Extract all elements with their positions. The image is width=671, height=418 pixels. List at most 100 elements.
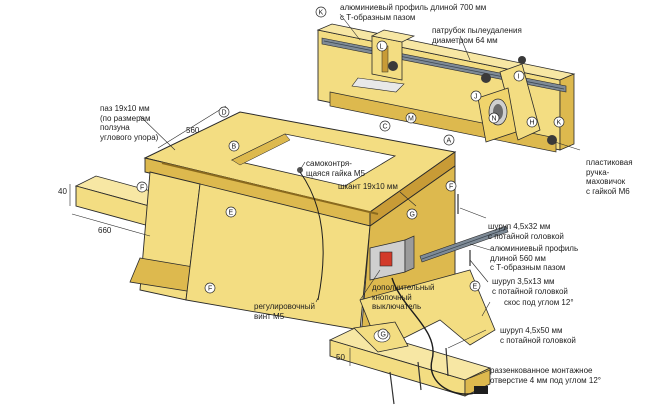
svg-text:D: D xyxy=(222,110,227,117)
tag-k-right: K xyxy=(553,116,565,128)
miter-groove xyxy=(161,162,379,215)
label-dowel: шкант 19х10 мм xyxy=(338,182,398,191)
adjusting-screw-cable xyxy=(299,171,324,301)
leader-knob xyxy=(554,141,581,151)
foot-board xyxy=(328,321,492,397)
label-countersunk-hole: раззенкованное монтажное отверстие 4 мм … xyxy=(490,366,601,385)
tag-f-2: F xyxy=(445,180,457,192)
tag-m: M xyxy=(405,112,417,124)
screw-1 xyxy=(389,371,395,405)
dim-560-line xyxy=(157,105,227,149)
label-aluminum-profile-700: алюминиевый профиль длиной 700 мм с Т-об… xyxy=(340,3,487,22)
svg-text:J: J xyxy=(474,94,478,101)
leader-profile-560 xyxy=(469,243,491,251)
base-body xyxy=(129,165,496,351)
tag-n: N xyxy=(488,112,500,124)
profile-560 xyxy=(419,225,509,263)
svg-text:G: G xyxy=(381,332,386,339)
tag-e-2: E xyxy=(469,280,481,292)
tag-e-1: E xyxy=(225,206,237,218)
svg-text:C: C xyxy=(383,124,388,131)
tag-c: C xyxy=(379,120,391,132)
leader-dowel xyxy=(399,191,417,207)
stop-knob-icon xyxy=(388,61,398,71)
tag-j: J xyxy=(470,90,482,102)
switch-box xyxy=(369,235,415,281)
svg-text:M: M xyxy=(408,116,414,123)
label-bevel-12: скос под углом 12° xyxy=(504,298,574,307)
svg-text:N: N xyxy=(492,116,497,123)
dimension-40: 40 xyxy=(58,187,67,196)
leader-screw-32 xyxy=(459,207,487,219)
svg-text:F: F xyxy=(140,185,144,192)
foot-board-end xyxy=(464,367,491,397)
dimension-660: 660 xyxy=(98,226,112,235)
tag-i: I xyxy=(513,70,525,82)
tag-f-1: F xyxy=(136,181,148,193)
leader-adjust-screw xyxy=(315,297,319,303)
label-adjusting-screw: регулировочный винт М5 xyxy=(254,302,315,321)
screw-3 xyxy=(445,347,449,377)
tag-b: B xyxy=(228,140,240,152)
tag-a: A xyxy=(443,134,455,146)
label-screw-4-5x32: шуруп 4,5х32 мм с потайной головкой xyxy=(488,222,564,241)
svg-text:B: B xyxy=(232,144,237,151)
knob-fence-icon xyxy=(547,135,557,145)
leader-nut xyxy=(299,161,306,171)
svg-text:K: K xyxy=(557,120,562,127)
svg-text:G: G xyxy=(410,212,415,219)
switch-box-side xyxy=(404,235,415,273)
stop-block-top xyxy=(370,29,416,43)
profile-560-slot xyxy=(421,228,507,260)
leader-screw-13 xyxy=(469,259,489,283)
label-extra-switch: дополнительный кнопочный выключатель xyxy=(372,283,435,311)
leader-screw-50 xyxy=(447,329,487,349)
leader-profile-700 xyxy=(339,13,361,41)
tag-k-top: K xyxy=(315,6,327,18)
plug-icon xyxy=(474,386,488,394)
svg-text:E: E xyxy=(473,284,478,291)
tag-f-3: F xyxy=(204,282,216,294)
leader-bevel xyxy=(481,301,491,317)
svg-text:L: L xyxy=(380,44,384,51)
svg-text:F: F xyxy=(208,286,212,293)
part-tags: K L J I N M H K D C A B F F G E F E G xyxy=(136,6,565,340)
dimension-lines xyxy=(69,13,581,379)
label-self-locking-nut: самоконтря- щаяся гайка М5 xyxy=(306,159,366,178)
knob-i-icon xyxy=(518,56,526,64)
screw-2 xyxy=(417,361,422,391)
dimension-50: 50 xyxy=(336,353,345,362)
leader-dust-port xyxy=(459,35,471,61)
svg-text:H: H xyxy=(530,120,535,127)
label-aluminum-profile-560: алюминиевый профиль длиной 560 мм с Т-об… xyxy=(490,244,579,272)
screws xyxy=(389,194,471,405)
tag-l: L xyxy=(376,40,388,52)
dimension-560: 560 xyxy=(186,126,200,135)
tag-g: G xyxy=(406,208,418,220)
label-screw-4-5x50: шуруп 4,5х50 мм с потайной головкой xyxy=(500,326,576,345)
leader-groove xyxy=(139,115,176,151)
dim-660-line xyxy=(71,213,151,237)
leader-hole xyxy=(469,369,491,379)
tag-d: D xyxy=(218,106,230,118)
label-screw-3-5x13: шуруп 3,5х13 мм с потайной головкой xyxy=(492,277,568,296)
switch-button-icon xyxy=(379,251,393,267)
tag-g-2: G xyxy=(377,328,389,340)
svg-text:A: A xyxy=(447,138,452,145)
tag-h: H xyxy=(526,116,538,128)
knob-j-icon xyxy=(481,73,491,83)
table-top xyxy=(143,111,457,227)
router-opening-inner-wall xyxy=(231,133,291,166)
svg-text:K: K xyxy=(319,10,324,17)
label-dust-port: патрубок пылеудаления диаметром 64 мм xyxy=(432,26,522,45)
label-groove: паз 19х10 мм (по размерам ползуна углово… xyxy=(100,104,159,142)
stop-foot-plate xyxy=(351,77,405,93)
power-cable xyxy=(391,277,479,395)
svg-text:E: E xyxy=(229,210,234,217)
svg-text:F: F xyxy=(449,184,453,191)
svg-text:I: I xyxy=(518,74,520,81)
label-plastic-knob: пластиковая ручка- маховичок с гайкой М6 xyxy=(586,158,633,196)
leader-switch xyxy=(359,269,381,301)
